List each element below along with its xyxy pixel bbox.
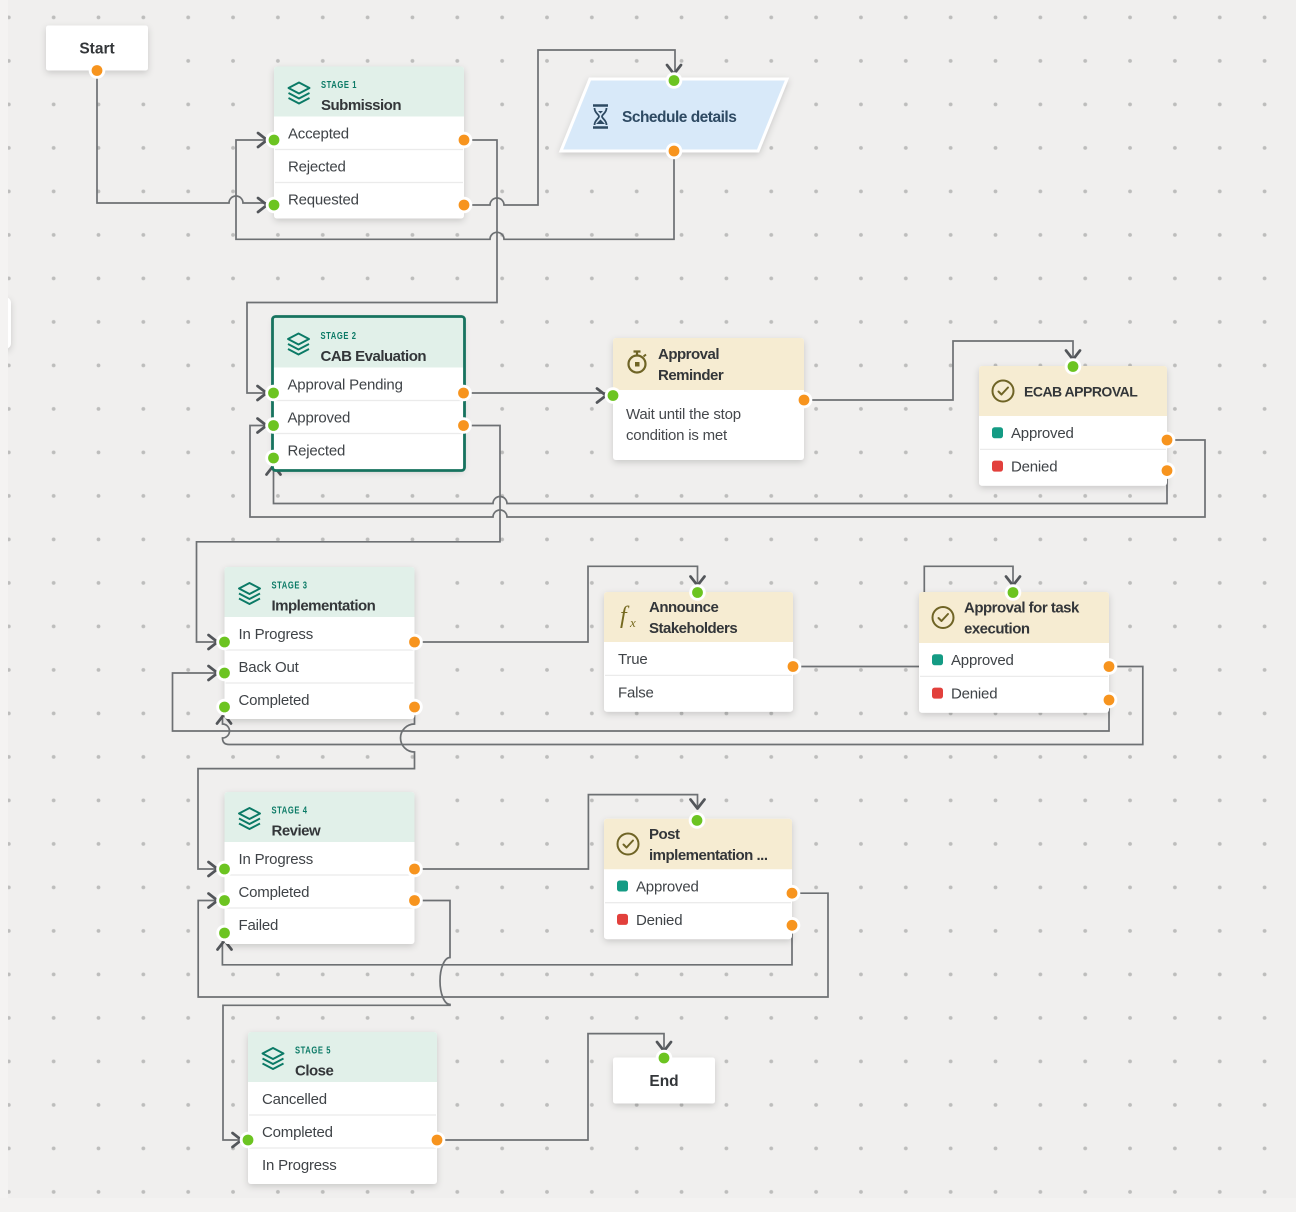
svg-text:f: f <box>620 603 630 629</box>
svg-text:STAGE 3: STAGE 3 <box>272 580 308 592</box>
svg-text:In Progress: In Progress <box>262 1157 337 1174</box>
svg-text:Approved: Approved <box>951 652 1014 669</box>
svg-text:implementation ...: implementation ... <box>649 847 768 864</box>
svg-text:STAGE 1: STAGE 1 <box>321 79 357 91</box>
svg-text:STAGE 4: STAGE 4 <box>272 805 308 817</box>
svg-text:Announce: Announce <box>649 599 718 616</box>
svg-text:Approved: Approved <box>1011 425 1074 442</box>
svg-text:Schedule details: Schedule details <box>622 109 736 126</box>
svg-text:condition is met: condition is met <box>626 427 728 444</box>
svg-text:In Progress: In Progress <box>239 851 314 868</box>
svg-text:execution: execution <box>964 620 1030 637</box>
svg-text:Accepted: Accepted <box>288 126 349 143</box>
svg-text:Implementation: Implementation <box>272 598 376 615</box>
svg-text:Approval for task: Approval for task <box>964 600 1080 617</box>
svg-text:STAGE 5: STAGE 5 <box>295 1045 331 1057</box>
svg-text:Cancelled: Cancelled <box>262 1091 327 1108</box>
svg-text:Reminder: Reminder <box>658 367 724 384</box>
svg-text:Failed: Failed <box>239 917 279 934</box>
svg-text:STAGE 2: STAGE 2 <box>321 330 357 342</box>
svg-text:x: x <box>629 615 636 630</box>
svg-text:ECAB APPROVAL: ECAB APPROVAL <box>1024 384 1138 400</box>
svg-text:Denied: Denied <box>1011 459 1057 476</box>
svg-text:Start: Start <box>79 41 114 58</box>
svg-text:Approved: Approved <box>636 879 699 896</box>
svg-text:CAB Evaluation: CAB Evaluation <box>321 348 427 365</box>
svg-text:Requested: Requested <box>288 192 359 209</box>
svg-text:Completed: Completed <box>239 692 310 709</box>
svg-text:Submission: Submission <box>321 97 401 114</box>
svg-text:Review: Review <box>272 823 322 840</box>
svg-text:Denied: Denied <box>951 686 997 703</box>
svg-text:Stakeholders: Stakeholders <box>649 620 737 637</box>
svg-text:Approved: Approved <box>288 410 351 427</box>
svg-text:Completed: Completed <box>262 1124 333 1141</box>
svg-text:Back Out: Back Out <box>239 659 300 676</box>
svg-text:In Progress: In Progress <box>239 626 314 643</box>
svg-text:End: End <box>649 1073 678 1090</box>
svg-text:Rejected: Rejected <box>288 159 346 176</box>
svg-text:True: True <box>618 651 648 668</box>
svg-text:Approval Pending: Approval Pending <box>288 377 403 394</box>
svg-text:Approval: Approval <box>658 346 719 363</box>
svg-text:Denied: Denied <box>636 912 682 929</box>
svg-text:Post: Post <box>649 826 680 843</box>
svg-text:Rejected: Rejected <box>288 443 346 460</box>
svg-text:Wait until the stop: Wait until the stop <box>626 406 741 423</box>
svg-text:False: False <box>618 685 654 702</box>
svg-text:Completed: Completed <box>239 884 310 901</box>
svg-text:Close: Close <box>295 1063 334 1080</box>
